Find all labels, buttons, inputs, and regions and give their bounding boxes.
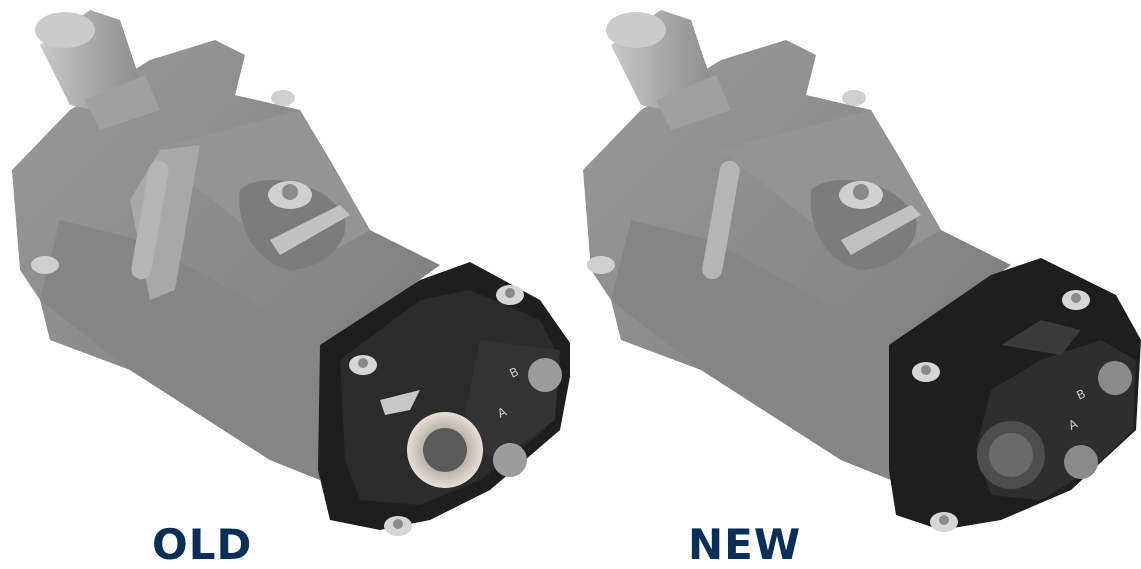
drive-shaft [35, 10, 160, 130]
caption-new: NEW [688, 520, 802, 569]
caption-old: OLD [152, 520, 253, 569]
panel-new: B A NEW [571, 0, 1141, 569]
pump-housing [583, 40, 1011, 480]
panel-old: B A OLD [0, 0, 570, 569]
pump-housing [12, 40, 440, 480]
hydraulic-pump-new-cover-image: B A [583, 10, 1141, 532]
pump-cover-old [318, 262, 570, 536]
drive-shaft [606, 10, 731, 130]
hydraulic-pump-old-cover-image: B A [12, 10, 570, 536]
pump-cover-new [889, 258, 1141, 532]
